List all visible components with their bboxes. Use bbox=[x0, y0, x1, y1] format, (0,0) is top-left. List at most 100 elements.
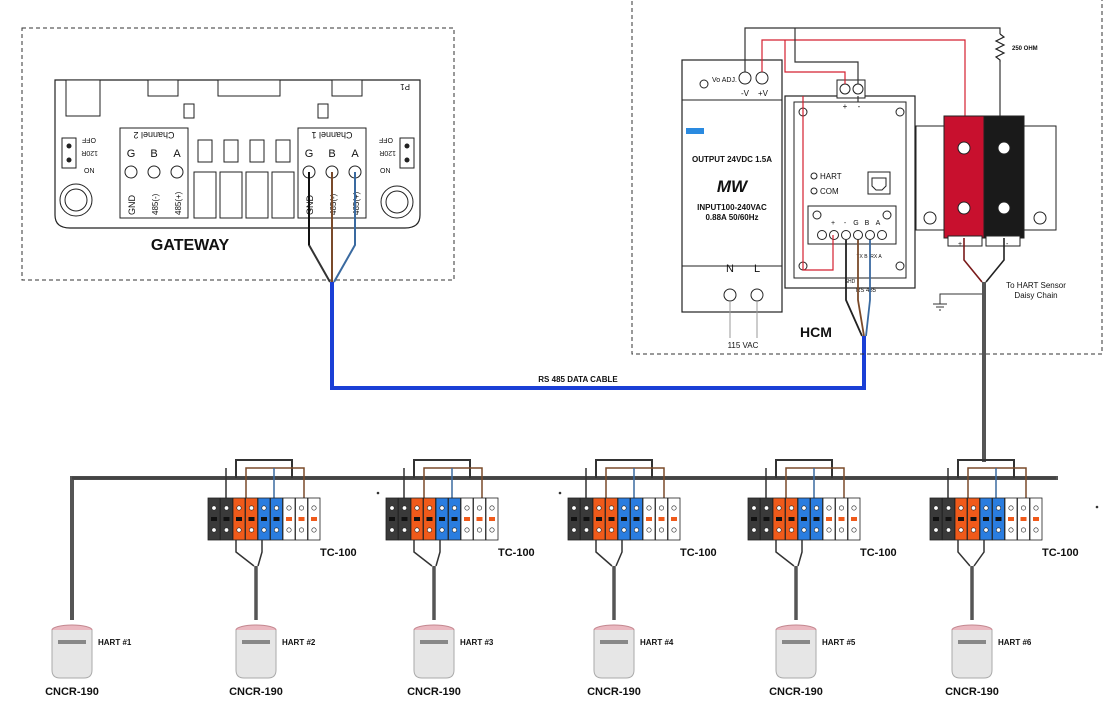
tc-100-label: TC-100 bbox=[680, 547, 717, 559]
hart-sensor-label: HART #3 bbox=[460, 638, 494, 647]
hcm-term-minus: - bbox=[844, 220, 847, 227]
hart-sensor: HART #3 CNCR-190 bbox=[407, 624, 494, 698]
hcm-rs485-wires bbox=[845, 240, 871, 337]
gateway-connector bbox=[147, 79, 179, 97]
channel-1-term-g: G bbox=[305, 148, 314, 160]
screw-terminal bbox=[839, 83, 851, 95]
screw-terminal bbox=[723, 288, 737, 302]
hcm-minus-label: - bbox=[858, 102, 861, 111]
ground-icon bbox=[933, 303, 947, 311]
cable-label: RS 485 DATA CABLE bbox=[538, 375, 618, 384]
channel-1-wire-minus: 485(-) bbox=[329, 193, 338, 215]
sensor-model-label: CNCR-190 bbox=[45, 686, 99, 698]
hart-sensor-label: HART #4 bbox=[640, 638, 674, 647]
hart-sensor-label: HART #2 bbox=[282, 638, 316, 647]
n-label: N bbox=[726, 263, 734, 275]
screw-terminal bbox=[170, 165, 184, 179]
tc-100-label: TC-100 bbox=[1042, 547, 1079, 559]
tc-100-label: TC-100 bbox=[320, 547, 357, 559]
hart-sensor: HART #1 CNCR-190 bbox=[45, 624, 132, 698]
gateway-boundary bbox=[21, 27, 455, 281]
screw-terminal bbox=[852, 83, 864, 95]
hart-sensor-label: HART #1 bbox=[98, 638, 132, 647]
hcm-boundary bbox=[631, 0, 1103, 355]
screw-terminal bbox=[124, 165, 138, 179]
ac-label: 115 VAC bbox=[728, 341, 759, 350]
channel-1-wire-plus: 485(+) bbox=[352, 191, 361, 215]
hcm-module: + - HART COM + - G B A SHD TX B RX A RS … bbox=[784, 79, 916, 340]
output-label: OUTPUT 24VDC 1.5A bbox=[692, 155, 772, 164]
termination-switch-left bbox=[61, 137, 77, 169]
channel-2-term-g: G bbox=[127, 148, 136, 160]
block-plus: + bbox=[958, 241, 962, 248]
resistor-250-ohm bbox=[994, 33, 1006, 62]
hcm-term-g: G bbox=[853, 220, 858, 227]
switch-off-label: OFF bbox=[379, 136, 393, 143]
tc-100-label: TC-100 bbox=[498, 547, 535, 559]
gateway-led bbox=[317, 103, 329, 119]
gateway-section: P1 Channel 2 G B A GND 485(-) 485(+) Cha… bbox=[21, 27, 455, 281]
power-wiring bbox=[744, 27, 1001, 271]
plus-v-label: +V bbox=[758, 89, 769, 98]
block-minus: - bbox=[1006, 241, 1009, 248]
hart-led bbox=[810, 172, 818, 180]
screw-terminal bbox=[755, 71, 769, 85]
sensor-model-label: CNCR-190 bbox=[229, 686, 283, 698]
power-supply: Vo ADJ. -V +V OUTPUT 24VDC 1.5A MW INPUT… bbox=[681, 59, 783, 350]
tc-100-label: TC-100 bbox=[860, 547, 897, 559]
tc-100-block: TC-100 bbox=[385, 459, 535, 620]
gateway-title: GATEWAY bbox=[151, 237, 230, 254]
sensor-model-label: CNCR-190 bbox=[407, 686, 461, 698]
screw-terminal bbox=[147, 165, 161, 179]
gateway-connector bbox=[65, 79, 101, 117]
rs485-data-cable bbox=[330, 282, 866, 390]
hcm-term-b: B bbox=[865, 220, 870, 227]
channel-2-label: Channel 2 bbox=[133, 130, 174, 140]
brand-logo: MW bbox=[717, 177, 749, 196]
channel-1-term-a: A bbox=[351, 148, 359, 160]
channel-2-wire-minus: 485(-) bbox=[151, 193, 160, 215]
screw-terminal bbox=[738, 71, 752, 85]
power-distribution-block: + - bbox=[915, 115, 1057, 248]
tc-100-block: TC-100 bbox=[747, 459, 897, 620]
hcm-rxa-label: RX A bbox=[870, 254, 882, 260]
channel-2-wire-plus: 485(+) bbox=[174, 191, 183, 215]
sensors: HART #1 CNCR-190 HART #2 CNCR-190 HART #3 CNC… bbox=[45, 624, 1032, 698]
hcm-txb-label: TX B bbox=[856, 254, 868, 260]
switch-120r-label: 120R bbox=[81, 149, 98, 156]
com-led bbox=[810, 187, 818, 195]
status-led bbox=[686, 128, 704, 134]
hart-sensor: HART #6 CNCR-190 bbox=[945, 624, 1032, 698]
gateway-slots bbox=[193, 139, 295, 219]
gateway-connector bbox=[217, 79, 281, 97]
tc-100-block: TC-100 bbox=[929, 459, 1079, 620]
switch-on-label: ON bbox=[380, 168, 391, 175]
tc-100-block: TC-100 bbox=[207, 459, 357, 620]
channel-2-term-a: A bbox=[173, 148, 181, 160]
channel-2-wire-gnd: GND bbox=[127, 195, 137, 216]
switch-120r-label: 120R bbox=[379, 149, 396, 156]
hcm-term-a: A bbox=[876, 220, 881, 227]
hart-sensor-label: HART #6 bbox=[998, 638, 1032, 647]
l-label: L bbox=[754, 263, 760, 275]
switch-on-label: ON bbox=[84, 168, 95, 175]
hcm-rs485-label: RS 485 bbox=[856, 288, 877, 294]
daisy-chain-drop bbox=[963, 238, 1005, 283]
channel-1-label: Channel 1 bbox=[311, 130, 352, 140]
switch-off-label: OFF bbox=[82, 136, 96, 143]
sensor-model-label: CNCR-190 bbox=[945, 686, 999, 698]
gateway-led bbox=[183, 103, 195, 119]
channel-1-term-b: B bbox=[328, 148, 335, 160]
hcm-plus-label: + bbox=[843, 102, 848, 111]
screw-terminal bbox=[750, 288, 764, 302]
hart-sensor: HART #2 CNCR-190 bbox=[229, 624, 316, 698]
sensor-model-label: CNCR-190 bbox=[769, 686, 823, 698]
gateway-connector bbox=[331, 79, 363, 97]
hcm-title: HCM bbox=[800, 324, 832, 340]
input-label-1: INPUT100-240VAC bbox=[697, 203, 767, 212]
daisy-label-1: To HART Sensor bbox=[1006, 281, 1066, 290]
terminal-blocks: TC-100 TC-100 TC-100 TC-100 TC-100 bbox=[207, 459, 1079, 620]
daisy-label-2: Daisy Chain bbox=[1014, 291, 1057, 300]
